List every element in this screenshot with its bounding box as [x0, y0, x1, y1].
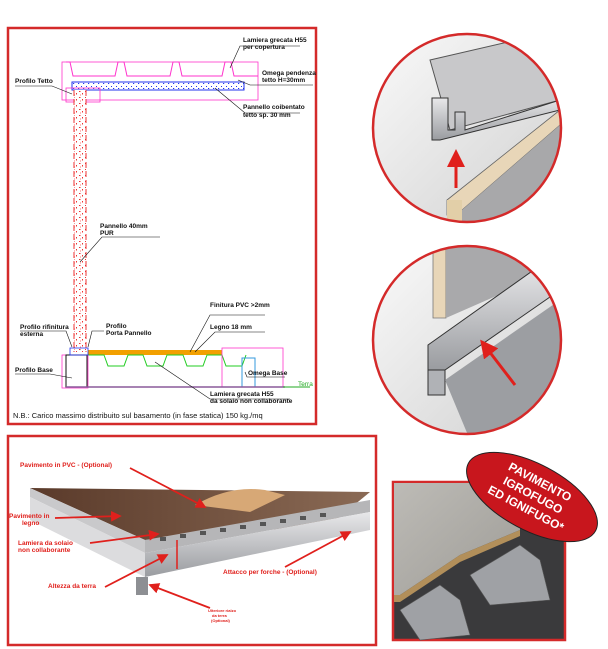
label-lamiera-solaio: Lamiera grecata H55: [210, 391, 274, 398]
extra-foot: [136, 577, 148, 595]
roof-outline: [61, 61, 259, 101]
label-lamiera-copertura-2: per copertura: [243, 44, 285, 51]
detail-circle-bottom: [371, 244, 563, 436]
platform-photo: Pavimento in PVC - (Optional) Pavimento …: [6, 434, 378, 647]
label-lamiera-solaio-2: da solaio non collaborante: [210, 398, 293, 405]
cad-section-drawing: Lamiera grecata H55 per copertura Omega …: [6, 26, 318, 426]
label-legno: Legno 18 mm: [210, 324, 252, 331]
label-omega-pendenza: Omega pendenza: [262, 70, 316, 77]
label-finitura-pvc: Finitura PVC >2mm: [210, 302, 270, 309]
label-pavimento-pvc: Pavimento in PVC - (Optional): [20, 462, 112, 469]
wall-panel: [74, 90, 86, 352]
detail-circle-top: [371, 32, 563, 224]
label-altezza-terra: Altezza da terra: [48, 583, 96, 590]
label-pannello-tetto: Pannello coibentato: [243, 104, 305, 111]
load-note: N.B.: Carico massimo distribuito sul bas…: [13, 411, 263, 420]
label-profilo-rifinitura-2: esterna: [20, 331, 44, 338]
label-lamiera-solaio-photo-2: non collaborante: [18, 547, 71, 554]
label-pannello-tetto-2: tetto sp. 30 mm: [243, 112, 291, 119]
label-lamiera-copertura: Lamiera grecata H55: [243, 37, 307, 44]
label-rialzo-2: da terra: [212, 613, 227, 618]
label-profilo-porta-2: Porta Pannello: [106, 330, 152, 337]
label-pavimento-legno: Pavimento in: [9, 513, 49, 520]
label-attacco-forche: Attacco per forche - (Optional): [223, 569, 317, 576]
floor-wood-pvc: [88, 350, 222, 355]
label-pannello-40: Pannello 40mm: [100, 223, 148, 230]
pvc-roll: [195, 489, 285, 512]
label-lamiera-solaio-photo: Lamiera da solaio: [18, 540, 73, 547]
label-profilo-tetto: Profilo Tetto: [15, 78, 53, 85]
roof-panel: [71, 81, 245, 91]
label-profilo-base: Profilo Base: [15, 367, 53, 374]
label-rialzo: Ulteriore rialzo: [208, 608, 237, 613]
floor-corrugated-sheet: [88, 354, 247, 367]
label-profilo-porta: Profilo: [106, 323, 127, 330]
label-omega-pendenza-2: tetto H=30mm: [262, 77, 305, 84]
label-pannello-40-2: PUR: [100, 230, 114, 237]
roof-corrugated-sheet: [66, 61, 258, 77]
base-profile: [65, 354, 88, 388]
label-rialzo-3: (Optional): [211, 618, 231, 623]
label-terra: Terra: [298, 381, 313, 388]
drawing-frame: [6, 26, 318, 426]
label-omega-base: Omega Base: [248, 370, 288, 377]
label-profilo-rifinitura: Profilo rifinitura: [20, 324, 69, 331]
label-pavimento-legno-2: legno: [22, 520, 39, 527]
